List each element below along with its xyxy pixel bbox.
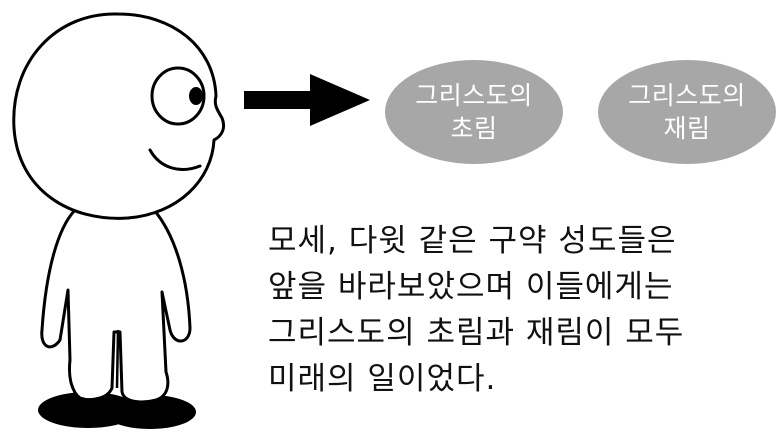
- first-coming-bubble: 그리스도의 초림: [385, 60, 563, 164]
- caption-text: 모세, 다윗 같은 구약 성도들은 앞을 바라보았으며 이들에게는 그리스도의 …: [268, 218, 758, 402]
- arrow-shaft: [244, 91, 312, 109]
- right-arrow-icon: [244, 74, 370, 126]
- eye-icon: [150, 66, 206, 126]
- caption-line-4: 미래의 일이었다.: [268, 361, 497, 397]
- leg-divider: [115, 329, 120, 389]
- figure-body: [40, 208, 192, 404]
- cartoon-person-icon: [12, 12, 226, 220]
- first-coming-line1: 그리스도의: [415, 81, 533, 110]
- smile: [148, 148, 202, 171]
- caption-line-3: 그리스도의 초림과 재림이 모두: [268, 315, 685, 351]
- right-shoe-shadow: [104, 395, 196, 429]
- pupil: [189, 87, 203, 105]
- caption-line-1: 모세, 다윗 같은 구약 성도들은: [268, 223, 677, 259]
- second-coming-line1: 그리스도의: [628, 81, 746, 110]
- second-coming-line2: 재림: [663, 114, 711, 143]
- arrow-head: [310, 74, 370, 126]
- second-coming-bubble: 그리스도의 재림: [598, 60, 776, 164]
- shoe-shadows: [38, 392, 196, 429]
- caption-line-2: 앞을 바라보았으며 이들에게는: [268, 269, 674, 305]
- first-coming-line2: 초림: [450, 114, 498, 143]
